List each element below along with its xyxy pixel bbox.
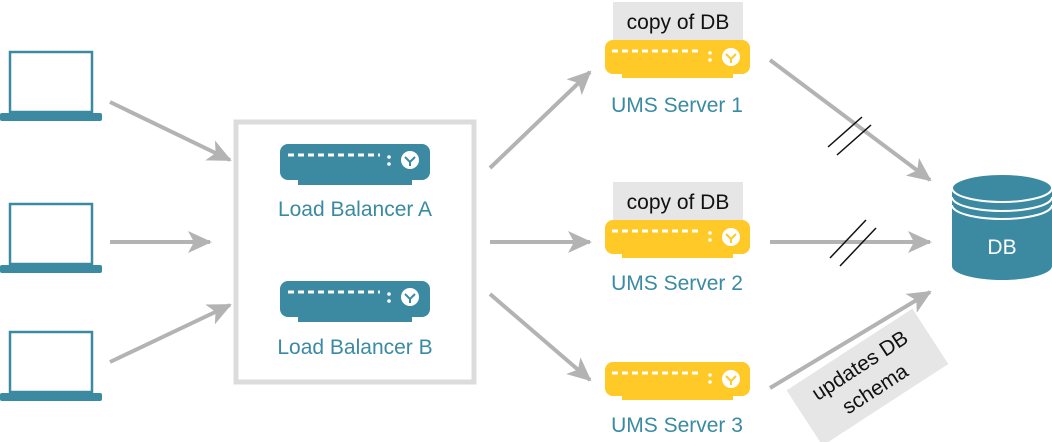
database-label: DB: [987, 236, 1016, 259]
ums-server-3-device-icon: [605, 362, 750, 400]
ums-server-1-label: UMS Server 1: [611, 94, 743, 117]
server-3-to-db-arrow: [768, 290, 932, 390]
copy-of-db-note-2-bg: [613, 182, 743, 220]
ums-server-2-device-icon: [605, 220, 750, 258]
copy-of-db-note-1-bg: [613, 2, 743, 40]
load-balancer-b-label: Load Balancer B: [277, 336, 432, 359]
client-arrow: [109, 100, 232, 162]
lb-to-server-1-arrow: [488, 70, 592, 170]
laptop-icon: [0, 202, 102, 273]
load-balancer-b-device-icon: [280, 281, 430, 322]
copy-of-db-note-1: copy of DB: [627, 11, 730, 34]
server-1-to-db-arrow: [768, 58, 932, 182]
ums-server-3-label: UMS Server 3: [611, 414, 743, 437]
blocked-connection-marker: [827, 116, 872, 156]
copy-of-db-note-2: copy of DB: [627, 191, 730, 214]
lb-to-server-3-arrow: [488, 292, 592, 382]
blocked-connection-marker: [829, 219, 877, 267]
ums-server-1-device-icon: [605, 40, 750, 78]
load-balancer-a-device-icon: [280, 144, 430, 185]
load-balancer-a-label: Load Balancer A: [278, 198, 432, 221]
database-icon: [951, 173, 1052, 280]
laptop-icon: [0, 50, 102, 121]
laptop-icon: [0, 330, 102, 401]
client-arrow: [109, 303, 232, 364]
ums-server-2-label: UMS Server 2: [611, 272, 743, 295]
